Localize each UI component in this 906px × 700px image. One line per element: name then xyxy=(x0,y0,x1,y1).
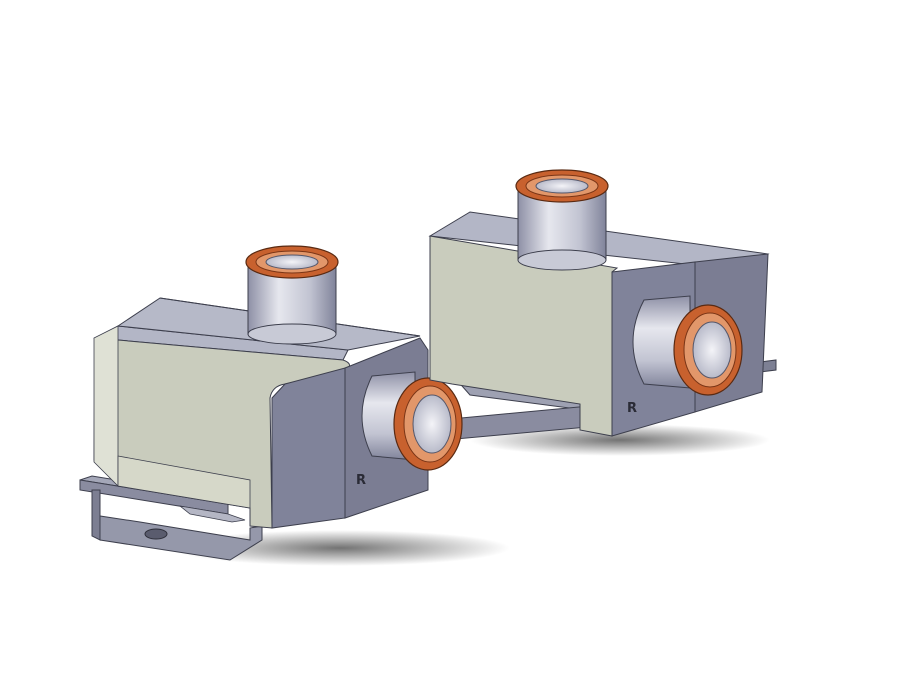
right-top-fitting xyxy=(515,169,609,271)
right-side-fitting xyxy=(632,295,743,396)
port-label-left: R xyxy=(356,473,366,488)
rail-hole xyxy=(144,528,168,540)
left-side-fitting xyxy=(361,371,463,471)
left-top-fitting xyxy=(245,245,339,345)
port-label-right: R xyxy=(627,401,637,416)
